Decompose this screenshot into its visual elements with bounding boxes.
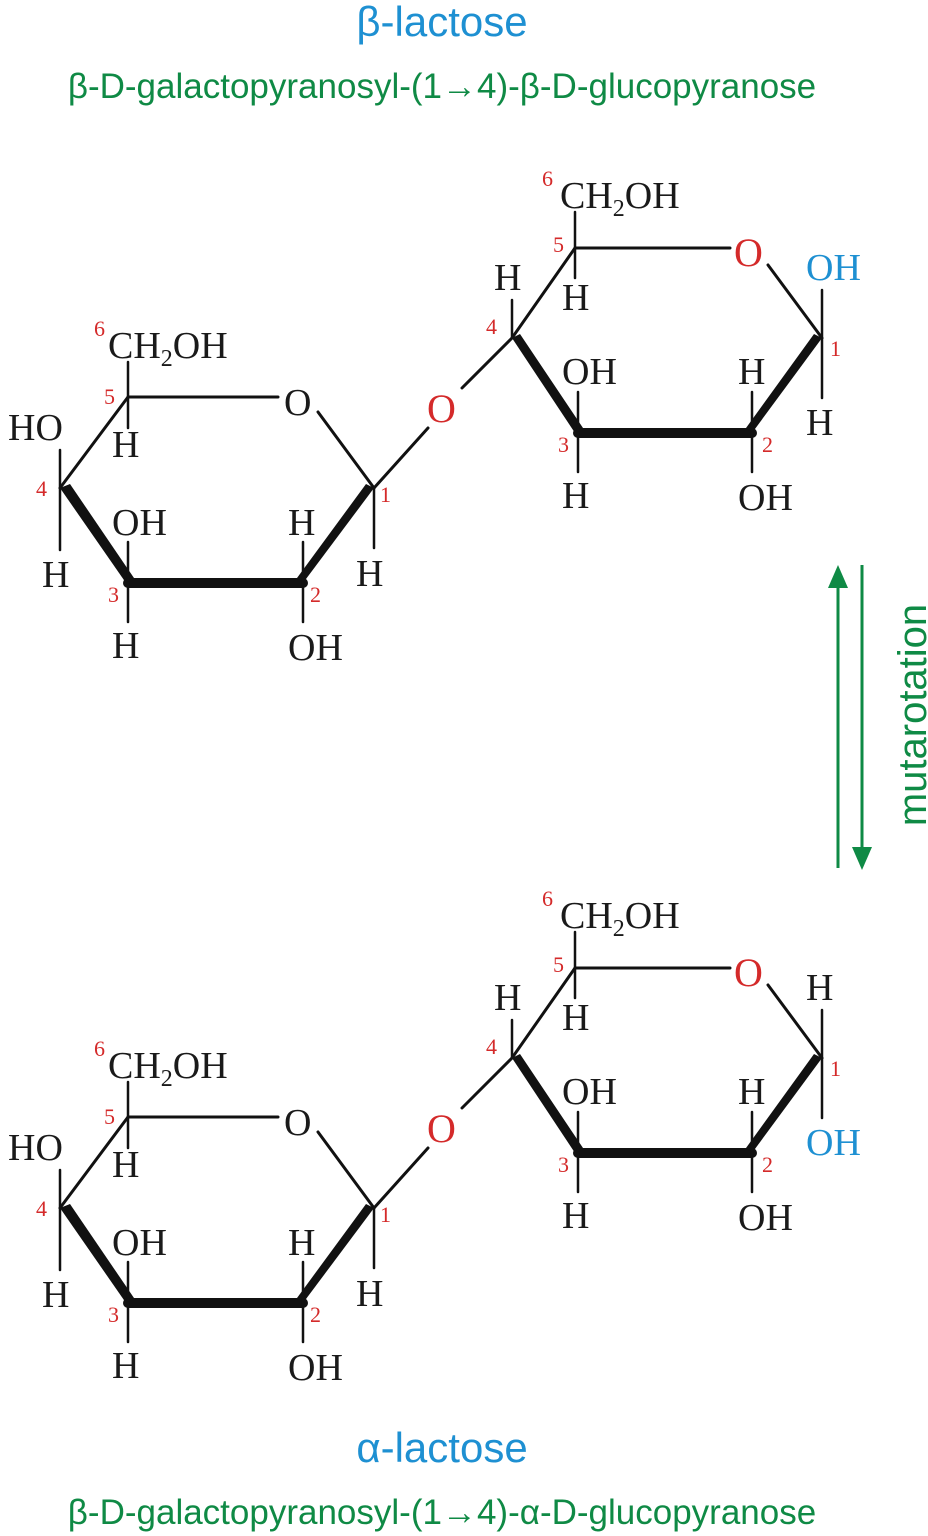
hydrogen-atom: H xyxy=(356,1273,383,1315)
hydroxyl-group: OH xyxy=(738,1197,793,1239)
carbon-number-4: 4 xyxy=(486,314,497,339)
hydrogen-atom: H xyxy=(562,1195,589,1237)
glucose-ring xyxy=(510,930,824,1194)
hydrogen-atom: H xyxy=(112,625,139,667)
galactose-ring xyxy=(58,336,514,624)
carbon-number-2: 2 xyxy=(762,432,773,457)
carbon-number-4: 4 xyxy=(36,476,47,501)
glycosidic-oxygen: O xyxy=(427,1106,456,1151)
ring-oxygen: O xyxy=(734,230,763,275)
glycosidic-oxygen: O xyxy=(427,386,456,431)
ch2oh-group: CH2OH xyxy=(560,895,680,942)
alpha-lactose-iupac-name: β-D-galactopyranosyl-(1→4)-α-D-glucopyra… xyxy=(68,1493,816,1532)
hydrogen-atom: H xyxy=(494,977,521,1019)
hydroxyl-group: OH xyxy=(562,1071,617,1113)
carbon-number-4: 4 xyxy=(36,1196,47,1221)
hydroxyl-group: OH xyxy=(288,1347,343,1389)
carbon-number-1: 1 xyxy=(380,482,391,507)
ch2oh-group: CH2OH xyxy=(108,1045,228,1092)
beta-lactose-structure: 6 CH2OH 5 H O HO 4 H OH 3 H H 2 OH 1 H O… xyxy=(8,166,861,669)
carbon-number-6: 6 xyxy=(542,166,553,191)
hydrogen-atom: H xyxy=(356,553,383,595)
alpha-lactose-title: α-lactose xyxy=(356,1424,527,1471)
carbon-number-3: 3 xyxy=(558,432,569,457)
hydroxyl-group: OH xyxy=(112,1222,167,1264)
hydroxyl-group: OH xyxy=(112,502,167,544)
ring-oxygen: O xyxy=(284,1102,311,1144)
carbon-number-5: 5 xyxy=(104,1104,115,1129)
hydrogen-atom: H xyxy=(806,402,833,444)
ring-oxygen: O xyxy=(734,950,763,995)
hydrogen-atom: H xyxy=(738,1071,765,1113)
anomeric-hydroxyl-alpha: OH xyxy=(806,1122,861,1164)
hydrogen-atom: H xyxy=(806,967,833,1009)
hydrogen-atom: H xyxy=(42,554,69,596)
carbon-number-6: 6 xyxy=(94,1036,105,1061)
carbon-number-3: 3 xyxy=(558,1152,569,1177)
beta-lactose-title: β-lactose xyxy=(356,0,527,45)
hydroxyl-group: OH xyxy=(738,477,793,519)
hydrogen-atom: H xyxy=(562,997,589,1039)
ring-oxygen: O xyxy=(284,382,311,424)
hydrogen-atom: H xyxy=(562,475,589,517)
equilibrium-arrows-icon xyxy=(828,565,872,870)
carbon-number-5: 5 xyxy=(553,232,564,257)
hydroxyl-group: OH xyxy=(562,351,617,393)
ch2oh-group: CH2OH xyxy=(560,175,680,222)
hydrogen-atom: H xyxy=(288,502,315,544)
carbon-number-1: 1 xyxy=(830,336,841,361)
carbon-number-6: 6 xyxy=(542,886,553,911)
hydrogen-atom: H xyxy=(494,257,521,299)
galactose-ring xyxy=(58,1056,514,1344)
carbon-number-1: 1 xyxy=(380,1202,391,1227)
hydroxyl-group: HO xyxy=(8,407,63,449)
carbon-number-1: 1 xyxy=(830,1056,841,1081)
mutarotation-label: mutarotation xyxy=(891,604,928,826)
hydrogen-atom: H xyxy=(738,351,765,393)
hydrogen-atom: H xyxy=(112,424,139,466)
carbon-number-3: 3 xyxy=(108,1302,119,1327)
beta-lactose-iupac-name: β-D-galactopyranosyl-(1→4)-β-D-glucopyra… xyxy=(68,67,816,106)
hydrogen-atom: H xyxy=(562,277,589,319)
carbon-number-5: 5 xyxy=(553,952,564,977)
alpha-lactose-structure: 6 CH2OH 5 H O HO 4 H OH 3 H H 2 OH 1 H O… xyxy=(8,886,861,1389)
carbon-number-2: 2 xyxy=(762,1152,773,1177)
ch2oh-group: CH2OH xyxy=(108,325,228,372)
hydrogen-atom: H xyxy=(112,1345,139,1387)
carbon-number-6: 6 xyxy=(94,316,105,341)
carbon-number-2: 2 xyxy=(310,582,321,607)
anomeric-hydroxyl-beta: OH xyxy=(806,247,861,289)
hydrogen-atom: H xyxy=(288,1222,315,1264)
carbon-number-5: 5 xyxy=(104,384,115,409)
hydroxyl-group: HO xyxy=(8,1127,63,1169)
hydrogen-atom: H xyxy=(112,1144,139,1186)
carbon-number-2: 2 xyxy=(310,1302,321,1327)
glucose-ring xyxy=(510,210,824,474)
hydroxyl-group: OH xyxy=(288,627,343,669)
hydrogen-atom: H xyxy=(42,1274,69,1316)
carbon-number-4: 4 xyxy=(486,1034,497,1059)
carbon-number-3: 3 xyxy=(108,582,119,607)
